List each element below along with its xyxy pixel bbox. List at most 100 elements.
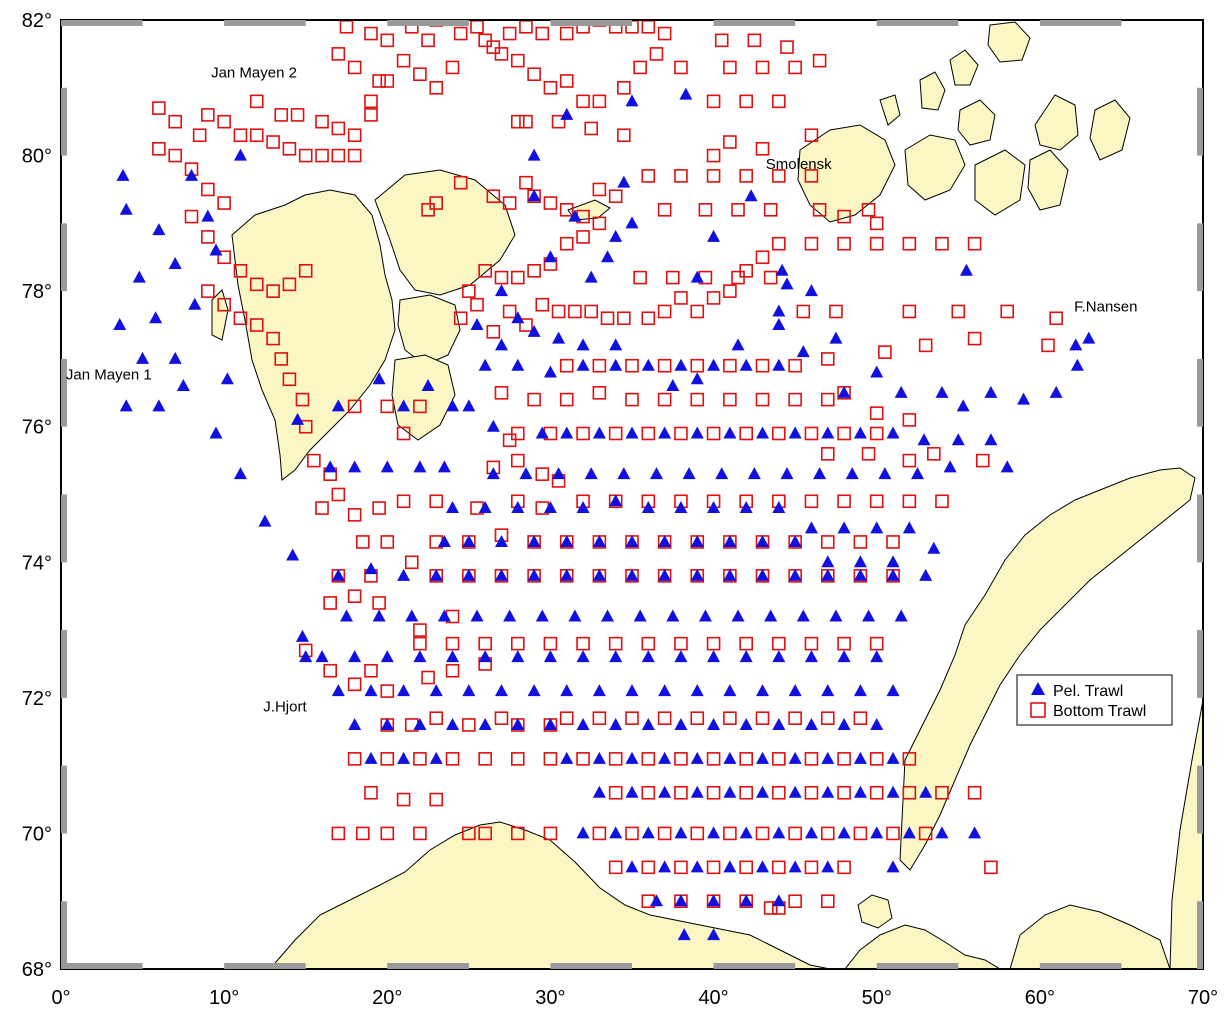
bottom-trawl-station [674, 291, 688, 305]
pelagic-trawl-station [1000, 460, 1014, 473]
pelagic-trawl-station [723, 684, 737, 697]
pelagic-trawl-station [911, 467, 924, 480]
bottom-trawl-station [192, 128, 207, 143]
pelagic-trawl-station [707, 229, 721, 242]
pelagic-trawl-station [380, 650, 394, 663]
pelagic-trawl-station [658, 568, 672, 581]
bottom-trawl-station [853, 711, 868, 725]
bottom-trawl-station [543, 636, 558, 651]
bottom-trawl-station [217, 114, 231, 129]
bottom-trawl-station [714, 33, 729, 48]
pelagic-trawl-station [935, 385, 949, 398]
land-scandinavia [269, 821, 831, 969]
bottom-trawl-station [152, 101, 166, 115]
bottom-trawl-station [266, 284, 280, 298]
pelagic-trawl-station [437, 460, 451, 473]
pelagic-trawl-station [739, 501, 753, 514]
bottom-trawl-station [804, 426, 819, 441]
pelagic-trawl-station [829, 609, 843, 622]
land-fjl-11 [957, 99, 996, 146]
bottom-trawl-station [641, 311, 656, 326]
bottom-trawl-station [853, 826, 868, 841]
pelagic-trawl-station [853, 785, 867, 798]
bottom-trawl-station [396, 494, 411, 509]
bottom-trawl-station [535, 26, 550, 41]
pelagic-trawl-station [209, 426, 223, 439]
bottom-trawl-station [625, 358, 639, 373]
pelagic-trawl-station [364, 562, 378, 575]
bottom-trawl-station [543, 752, 558, 766]
pelagic-trawl-station [543, 650, 557, 663]
bottom-trawl-station [739, 169, 754, 183]
pelagic-trawl-station [837, 385, 851, 398]
bottom-trawl-station [829, 304, 843, 319]
bottom-trawl-station [772, 752, 786, 766]
pelagic-trawl-station [723, 785, 737, 798]
bottom-trawl-station [356, 826, 370, 841]
land-spitsbergen [231, 189, 396, 481]
pelagic-trawl-station [576, 717, 590, 730]
bottom-trawl-station [869, 236, 884, 251]
pelagic-trawl-station [894, 609, 908, 622]
bottom-trawl-station [617, 311, 631, 326]
bottom-trawl-station [421, 33, 435, 48]
bottom-trawl-station [315, 501, 329, 515]
pelagic-trawl-station [772, 717, 786, 730]
pelagic-trawl-station [592, 785, 606, 798]
bottom-trawl-station [869, 752, 884, 766]
pelagic-trawl-station [796, 345, 810, 358]
pelagic-trawl-station [149, 311, 163, 324]
bottom-trawl-station [902, 453, 917, 468]
pelagic-trawl-station [821, 785, 835, 798]
pelagic-trawl-station [437, 534, 451, 547]
pelagic-trawl-station [845, 467, 859, 480]
pelagic-trawl-station [576, 826, 590, 839]
pelagic-trawl-station [780, 467, 794, 480]
bottom-trawl-station [494, 386, 509, 400]
pelagic-trawl-station [176, 379, 190, 392]
land-yamal [1169, 699, 1203, 969]
bottom-trawl-station [674, 60, 688, 75]
frame-cell-left [61, 630, 67, 698]
bottom-trawl-station [347, 752, 362, 766]
ship-label: F.Nansen [1074, 298, 1137, 315]
pelagic-trawl-station [837, 521, 851, 534]
pelagic-trawl-station [494, 568, 508, 581]
bottom-trawl-station [723, 135, 737, 149]
bottom-trawl-station [820, 392, 835, 407]
bottom-trawl-station [780, 40, 794, 54]
bottom-trawl-station [967, 331, 982, 346]
bottom-trawl-station [641, 785, 656, 800]
bottom-trawl-station [510, 426, 525, 441]
bottom-trawl-station [510, 270, 525, 285]
pelagic-trawl-station [674, 894, 688, 907]
bottom-trawl-station [796, 304, 811, 319]
bottom-trawl-station [510, 53, 525, 68]
pelagic-trawl-station [478, 501, 492, 514]
x-tick-label: 70° [1188, 987, 1218, 1009]
frame-cell-right [1197, 223, 1203, 292]
pelagic-trawl-station [886, 426, 900, 439]
bottom-trawl-station [584, 304, 599, 319]
pelagic-trawl-station [943, 460, 957, 473]
bottom-trawl-station [462, 826, 476, 841]
pelagic-trawl-station [429, 751, 443, 764]
pelagic-trawl-station [674, 358, 688, 371]
bottom-trawl-station [274, 108, 289, 122]
pelagic-trawl-station [813, 467, 827, 480]
bottom-trawl-station [812, 203, 827, 217]
pelagic-trawl-station [429, 684, 443, 697]
bottom-trawl-station [396, 53, 411, 68]
pelagic-trawl-station [552, 331, 566, 344]
pelagic-trawl-station [397, 684, 411, 697]
pelagic-trawl-station [837, 826, 851, 839]
bottom-trawl-station [837, 785, 851, 800]
legend: Pel. Trawl Bottom Trawl [1016, 674, 1173, 726]
pelagic-trawl-station [503, 609, 517, 622]
bottom-trawl-station [657, 826, 672, 841]
pelagic-trawl-station [690, 751, 704, 764]
bottom-trawl-station [690, 358, 705, 373]
pelagic-trawl-station [519, 467, 533, 480]
bottom-trawl-station [315, 114, 329, 129]
bottom-trawl-station [478, 752, 492, 766]
